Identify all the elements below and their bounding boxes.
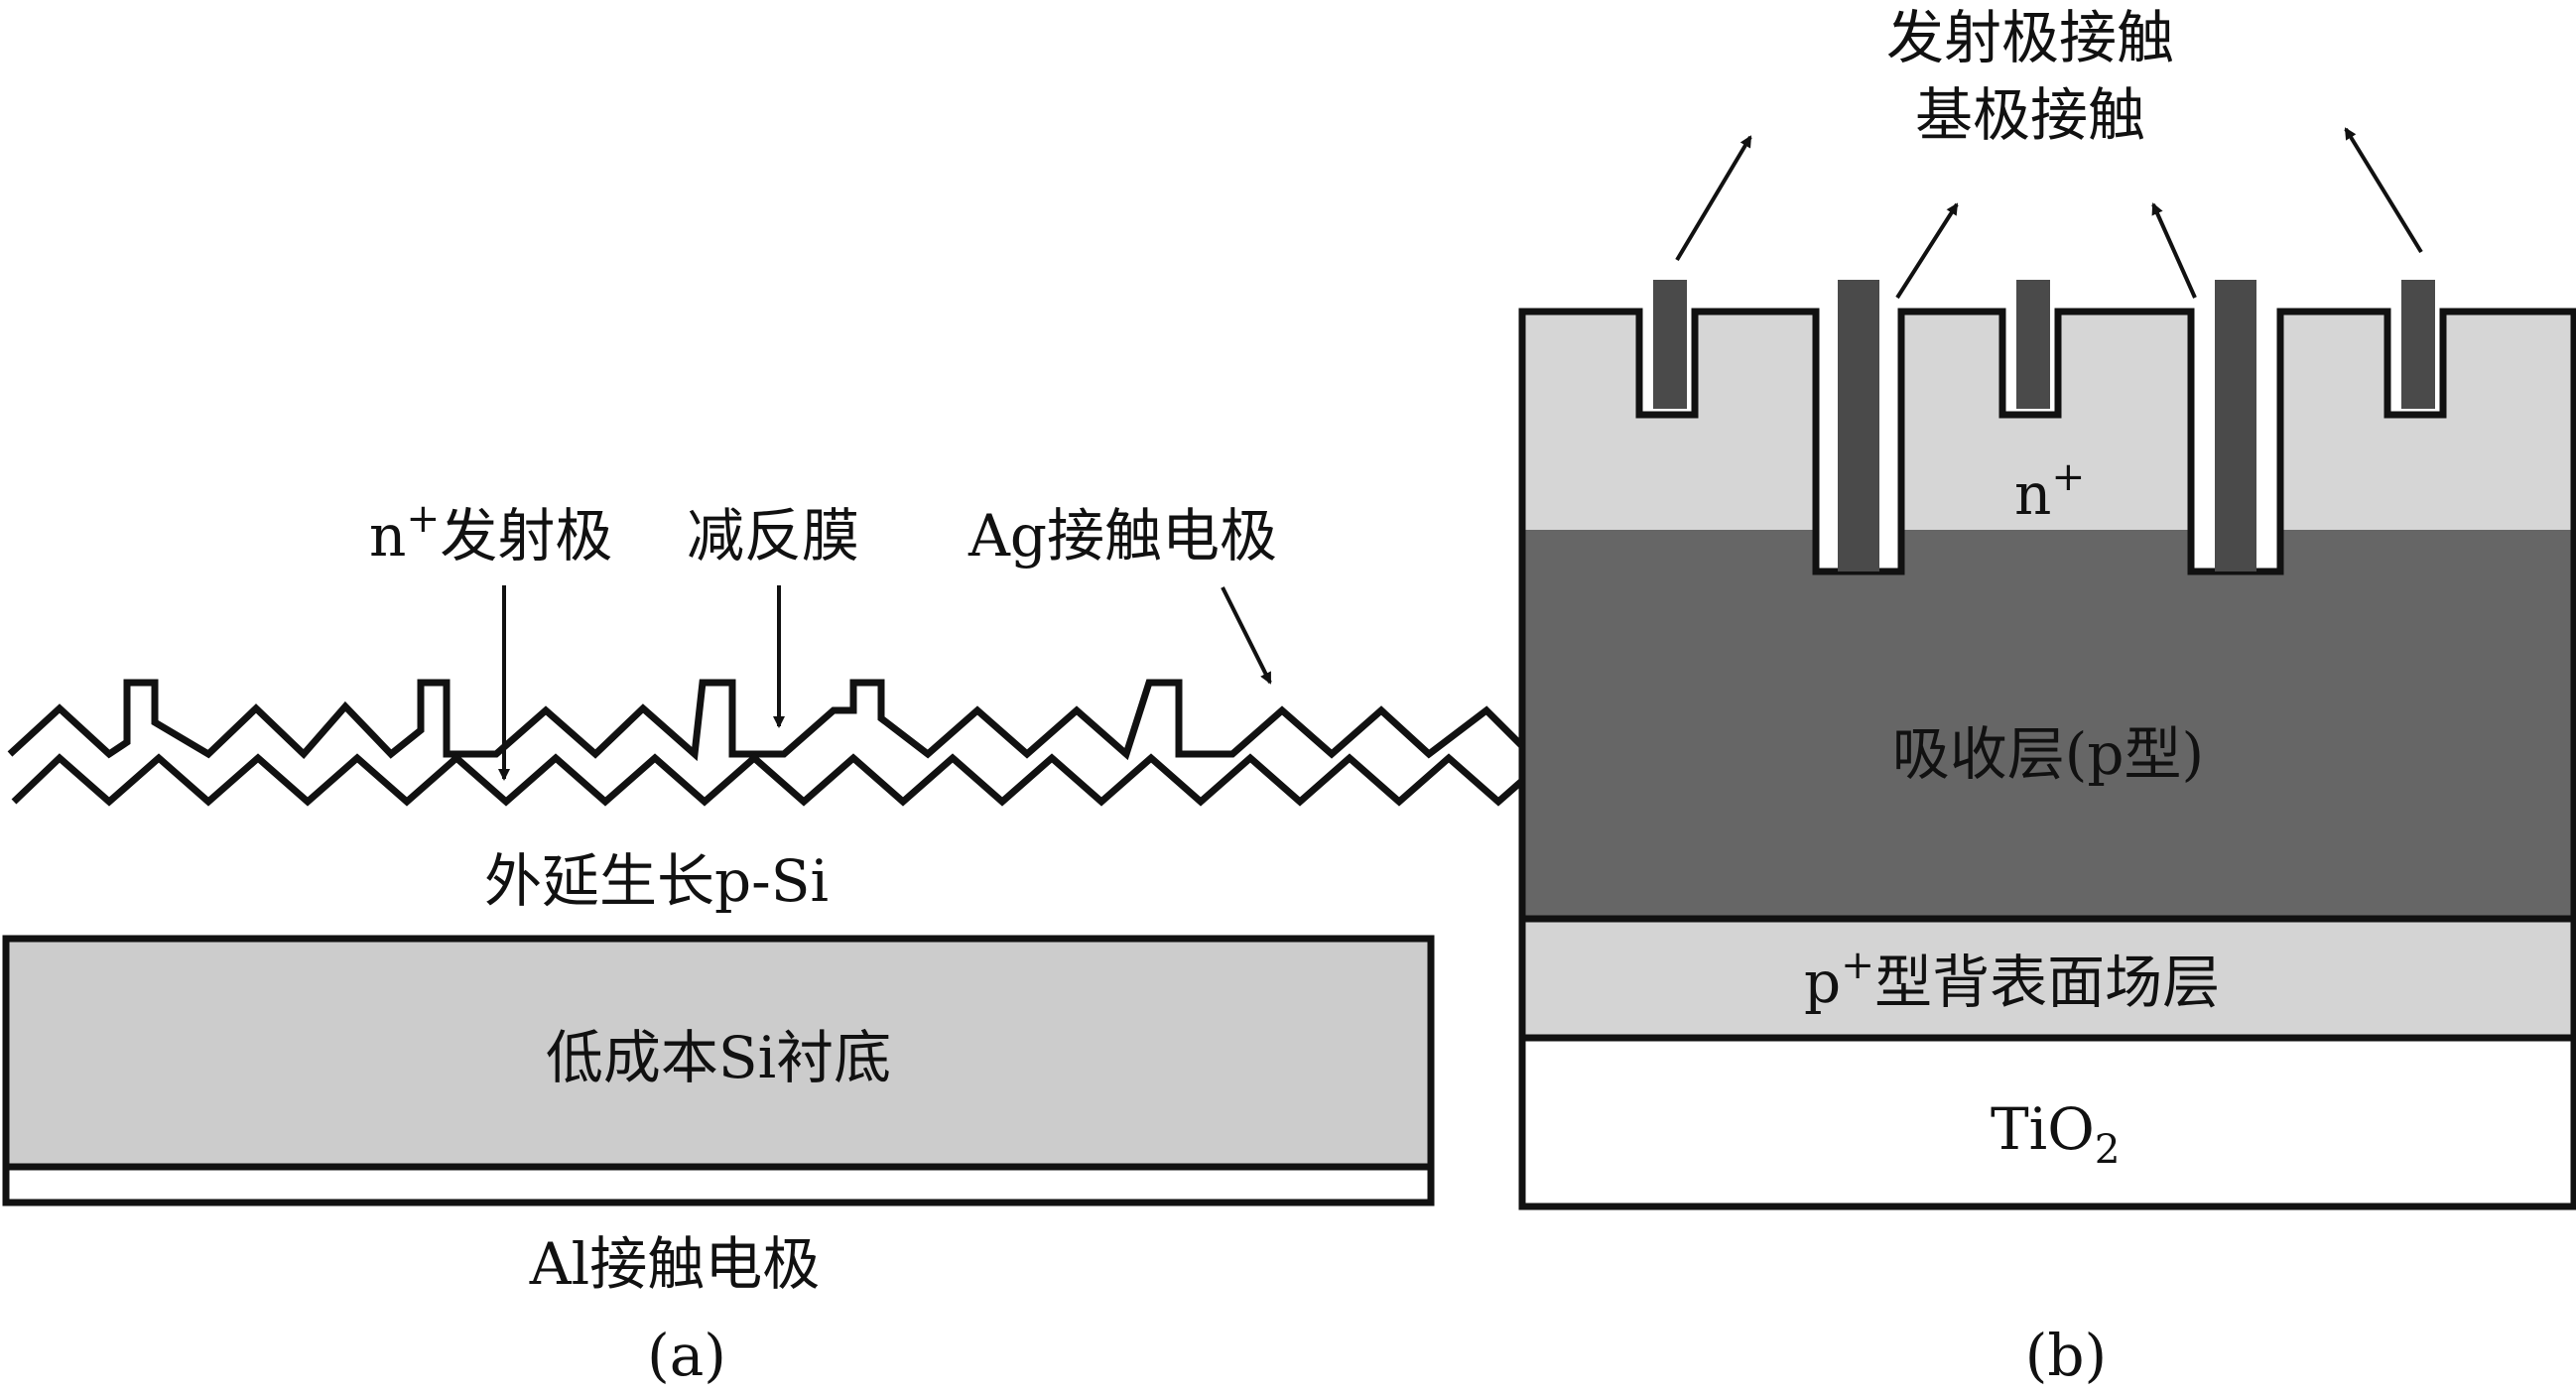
emitter-contact-1 <box>1653 280 1687 409</box>
emitter-contact-label: 发射极接触 <box>1886 4 2174 71</box>
bsf-label-rest: 型背表面场层 <box>1874 949 2220 1016</box>
emitter-label-rest: 发射极 <box>440 502 612 570</box>
emitter-contact-2 <box>2016 280 2050 409</box>
base-contact-2 <box>2215 280 2256 571</box>
tio2-layer <box>1518 1034 2576 1210</box>
arrow-base-left <box>1895 202 1959 300</box>
panel-a: n+发射极 减反膜 Ag接触电极 外延生长p-Si 低成本Si衬底 Al接触电极… <box>2 494 2126 1389</box>
epi-label: 外延生长p-Si <box>484 847 829 915</box>
arc-label: 减反膜 <box>687 502 859 570</box>
arrow-emitter-right <box>2344 127 2423 254</box>
base-contact-1 <box>1838 280 1879 571</box>
base-contact-label: 基极接触 <box>1915 81 2145 149</box>
ag-contact-label: Ag接触电极 <box>967 502 1277 570</box>
n-plus-layer <box>1522 312 2574 571</box>
emitter-label-sup: + <box>406 494 440 542</box>
al-contact-layer <box>2 1163 1435 1206</box>
emitter-label-n: n <box>369 502 406 570</box>
substrate-label: 低成本Si衬底 <box>546 1024 891 1091</box>
caption-b: (b) <box>2025 1322 2107 1389</box>
panel-b: n+ 吸收层(p型) p+型背表面场层 TiO2 发射极接触 基极接触 (b) <box>1518 4 2576 1389</box>
arrow-base-right <box>2151 202 2197 299</box>
bsf-label: p+型背表面场层 <box>1804 941 2220 1016</box>
substrate-layer <box>2 935 1435 1171</box>
tio2-label: TiO2 <box>1991 1095 2121 1173</box>
emitter-contact-3 <box>2401 280 2435 409</box>
ag-contact-arrow <box>1221 586 1272 685</box>
bsf-layer <box>1518 915 2576 1042</box>
n-plus-label: n+ <box>2014 452 2085 528</box>
top-surface-outline <box>1518 308 2576 919</box>
arrow-emitter-left <box>1675 135 1752 262</box>
absorber-layer <box>1522 530 2574 919</box>
tio2-label-main: TiO <box>1991 1095 2095 1163</box>
n-plus-label-n: n <box>2014 460 2051 528</box>
bsf-label-sup: + <box>1841 941 1874 988</box>
caption-a: (a) <box>647 1322 726 1389</box>
absorber-label: 吸收层(p型) <box>1892 720 2204 788</box>
bsf-label-p: p <box>1804 949 1841 1016</box>
n-plus-label-sup: + <box>2051 452 2085 500</box>
tio2-label-sub: 2 <box>2095 1125 2121 1173</box>
emitter-label: n+发射极 <box>369 494 612 570</box>
al-contact-label: Al接触电极 <box>529 1230 820 1298</box>
